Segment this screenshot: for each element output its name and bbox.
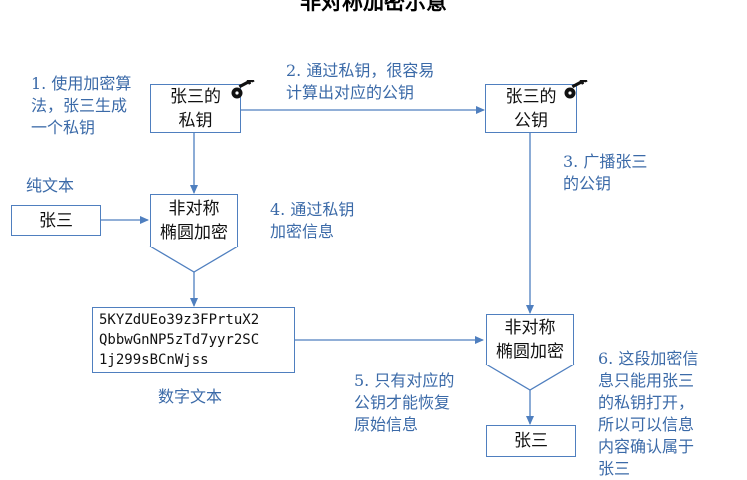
public-key-line1: 张三的 <box>505 86 557 107</box>
note-step1: 1. 使用加密算 法，张三生成 一个私钥 <box>31 74 132 137</box>
plaintext-box: 张三 <box>11 205 101 236</box>
private-key-line1: 张三的 <box>170 86 221 107</box>
ciphertext-content: 5KYZdUEo39z3FPrtuX2 QbbwGnNP5zTd7yyr2SC … <box>99 310 259 370</box>
connector-layer <box>101 106 575 425</box>
note-step3: 3. 广播张三 的公钥 <box>563 152 648 193</box>
label-ciphertext: 数字文本 <box>158 387 223 406</box>
key-icon <box>231 80 255 99</box>
ciphertext-line2: QbbwGnNP5zTd7yyr2SC <box>99 332 260 348</box>
note-step2: 2. 通过私钥，很容易 计算出对应的公钥 <box>286 61 435 102</box>
key-icon <box>564 80 588 99</box>
public-key-line2: 公钥 <box>514 110 548 131</box>
ciphertext-line3: 1j299sBCnWjss <box>99 352 209 368</box>
decrypt-callout <box>485 363 575 391</box>
encrypt-line2: 椭圆加密 <box>160 223 228 243</box>
decrypt-box: 非对称 椭圆加密 <box>486 314 574 365</box>
decrypt-line1: 非对称 <box>504 318 556 338</box>
encrypt-box: 非对称 椭圆加密 <box>150 194 238 247</box>
private-key-box: 张三的 私钥 <box>150 84 241 133</box>
result-box: 张三 <box>486 425 576 457</box>
note-step5: 5. 只有对应的 公钥才能恢复 原始信息 <box>354 371 455 434</box>
public-key-box: 张三的 公钥 <box>485 84 577 133</box>
label-plaintext: 纯文本 <box>26 176 75 195</box>
note-step4: 4. 通过私钥 加密信息 <box>270 200 355 241</box>
note-step6: 6. 这段加密信 息只能用张三 的私钥打开， 所以可以信息 内容确认属于 张三 <box>598 349 699 478</box>
ciphertext-line1: 5KYZdUEo39z3FPrtuX2 <box>99 312 260 328</box>
decrypt-line2: 椭圆加密 <box>496 342 564 362</box>
result-value: 张三 <box>514 431 548 451</box>
private-key-line2: 私钥 <box>178 110 213 131</box>
encrypt-line1: 非对称 <box>168 199 220 219</box>
encrypt-callout <box>149 245 239 273</box>
plaintext-value: 张三 <box>39 210 73 231</box>
ciphertext-box: 5KYZdUEo39z3FPrtuX2 QbbwGnNP5zTd7yyr2SC … <box>92 307 295 373</box>
diagram-title: 非对称加密示意 <box>300 0 447 14</box>
